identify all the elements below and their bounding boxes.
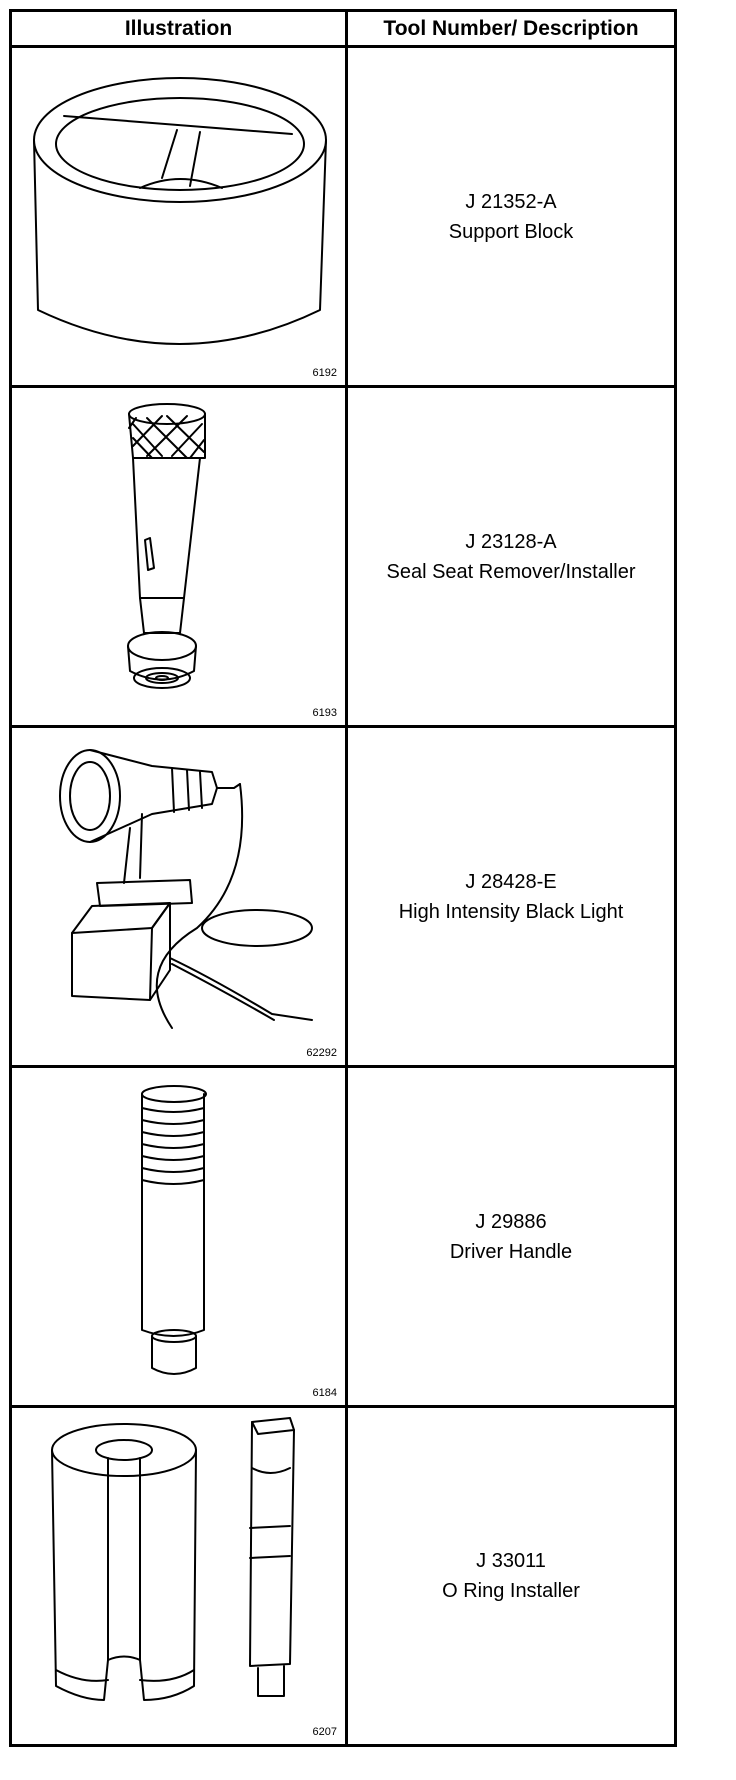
table-row: 62292 J 28428-E High Intensity Black Lig… (12, 728, 674, 1068)
header-illustration: Illustration (12, 12, 348, 45)
illustration-cell: 6192 (12, 48, 348, 385)
table-header: Illustration Tool Number/ Description (12, 12, 674, 48)
illustration-cell: 6184 (12, 1068, 348, 1405)
tool-number: J 33011 (476, 1550, 546, 1572)
illustration-cell: 6193 (12, 388, 348, 725)
figure-number: 6207 (312, 1726, 337, 1738)
tool-description: Seal Seat Remover/Installer (386, 560, 636, 583)
table-row: 6192 J 21352-A Support Block (12, 48, 674, 388)
tool-description: Driver Handle (449, 1240, 573, 1263)
support-block-icon (33, 77, 327, 345)
tool-cell: J 21352-A Support Block (348, 48, 674, 385)
tool-description: High Intensity Black Light (398, 900, 624, 923)
tool-number: J 29886 (475, 1210, 547, 1233)
table-row: 6207 J 33011 O Ring Installer (12, 1408, 674, 1744)
tool-number: J 23128-A (465, 530, 557, 553)
tool-cell: J 28428-E High Intensity Black Light (348, 728, 674, 1065)
illustration-cell: 62292 (12, 728, 348, 1065)
o-ring-installer-icon (51, 1417, 295, 1701)
table-row: 6193 J 23128-A Seal Seat Remover/Install… (12, 388, 674, 728)
black-light-icon (59, 749, 313, 1029)
table-row: 6184 J 29886 Driver Handle (12, 1068, 674, 1408)
header-tool-description: Tool Number/ Description (383, 16, 639, 40)
tool-number: J 28428-E (465, 870, 557, 893)
driver-handle-icon (141, 1085, 207, 1375)
figure-number: 6192 (312, 367, 337, 379)
tool-cell: J 33011 O Ring Installer (348, 1408, 674, 1744)
figure-number: 6193 (312, 707, 337, 719)
tool-table: Illustration Tool Number/ Description 61… (9, 9, 677, 1747)
tool-description: O Ring Installer (442, 1580, 580, 1602)
seal-seat-remover-installer-icon (127, 403, 206, 689)
tool-cell: J 29886 Driver Handle (348, 1068, 674, 1405)
tool-description: Support Block (448, 220, 574, 243)
tool-number: J 21352-A (465, 190, 557, 213)
tool-cell: J 23128-A Seal Seat Remover/Installer (348, 388, 674, 725)
figure-number: 6184 (312, 1387, 337, 1399)
figure-number: 62292 (306, 1047, 337, 1059)
illustration-cell: 6207 (12, 1408, 348, 1744)
